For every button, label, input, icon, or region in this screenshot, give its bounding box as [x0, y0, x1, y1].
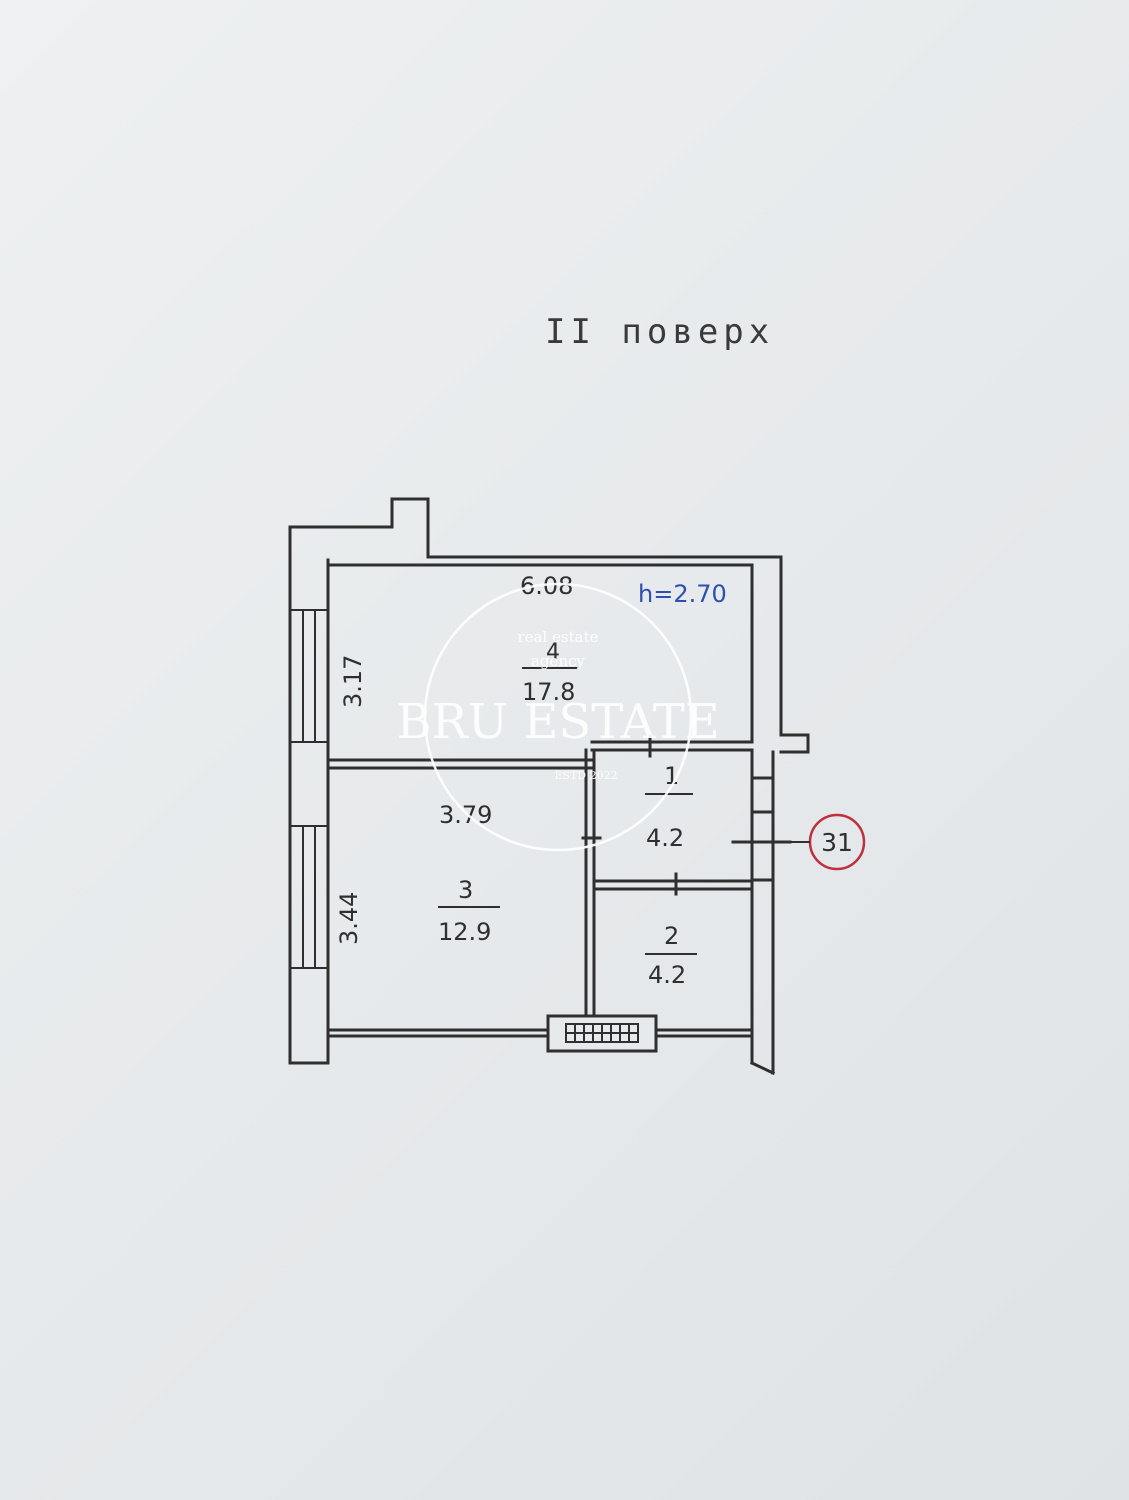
watermark-tagline-2: agency	[531, 652, 585, 670]
watermark-tagline-1: real estate	[517, 628, 598, 646]
watermark-established: ESTD 2022	[554, 769, 617, 782]
room-area: 17.8	[522, 678, 575, 706]
dimension-top-width: 6.08	[520, 572, 573, 600]
room-area: 4.2	[646, 824, 684, 852]
apartment-number: 31	[821, 828, 853, 857]
room-area: 12.9	[438, 918, 491, 946]
room-4: 4 17.8	[522, 640, 578, 706]
dimension-middle-width: 3.79	[439, 801, 492, 829]
radiator-grille	[546, 1014, 658, 1053]
dimension-left-upper: 3.17	[339, 655, 367, 708]
ceiling-height-label: h=2.70	[638, 580, 727, 608]
dimension-left-lower: 3.44	[335, 892, 363, 945]
room-1: 1 4.2	[645, 762, 693, 852]
floor-title: II поверх	[545, 312, 775, 352]
room-number: 2	[664, 922, 679, 950]
room-number: 1	[664, 762, 679, 790]
room-number: 4	[546, 640, 560, 665]
room-2: 2 4.2	[645, 922, 697, 989]
watermark-brand: BRU ESTATE	[396, 694, 720, 750]
room-3: 3 12.9	[438, 876, 500, 946]
room-area: 4.2	[648, 961, 686, 989]
brand-watermark: real estate agency BRU ESTATE ESTD 2022	[396, 582, 720, 852]
room-number: 3	[458, 876, 473, 904]
apartment-marker: 31	[790, 813, 866, 871]
